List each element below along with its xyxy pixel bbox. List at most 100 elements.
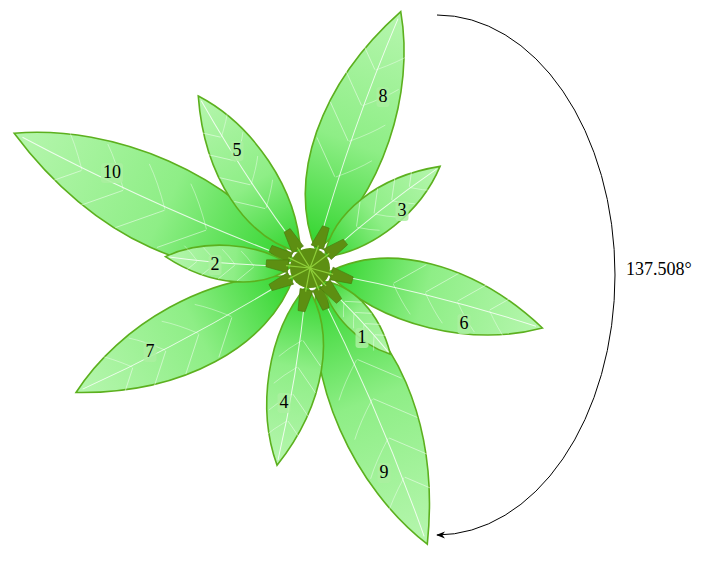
leaf-vein — [183, 246, 198, 261]
leaf-vein — [289, 394, 314, 419]
leaf-number: 9 — [378, 463, 391, 483]
leaf-vein — [366, 335, 381, 350]
leaf-number: 2 — [209, 255, 222, 275]
leaf-vein — [387, 284, 417, 314]
leaf-vein — [419, 293, 449, 323]
leaf-vein — [234, 190, 265, 221]
leaf-vein — [375, 327, 392, 344]
leaf-vein — [306, 137, 345, 176]
leaf-number: 5 — [231, 141, 244, 161]
leaf-vein — [299, 341, 324, 366]
leaf-vein — [483, 311, 513, 341]
plant-center — [286, 246, 333, 292]
leaf-vein — [375, 204, 397, 226]
leaf-vein — [172, 334, 212, 374]
leaves — [0, 0, 551, 559]
leaf-vein — [426, 266, 459, 299]
leaf-vein — [279, 337, 302, 360]
leaf-vein — [205, 317, 245, 357]
leaf-vein — [274, 364, 297, 387]
leaf-vein — [389, 425, 433, 469]
leaf-vein — [399, 162, 424, 187]
core-spoke — [310, 246, 318, 268]
leaf-vein — [405, 465, 449, 509]
leaf-vein — [176, 184, 221, 230]
leaf-vein — [336, 302, 351, 317]
leaf-vein — [240, 251, 255, 266]
petiole — [266, 258, 289, 273]
leaf — [175, 83, 318, 269]
leaf-vein — [373, 386, 417, 430]
leaf-midrib — [80, 278, 293, 391]
petiole — [323, 236, 348, 260]
leaf-vein — [221, 249, 236, 264]
leaf-vein — [362, 80, 398, 116]
core-spoke — [310, 268, 333, 274]
leaf-vein — [180, 260, 197, 277]
leaf-vein — [346, 202, 371, 227]
leaf — [313, 270, 401, 363]
leaf-number: 3 — [396, 201, 409, 221]
leaf-vein — [219, 166, 250, 197]
leaf-blade — [164, 239, 294, 287]
leaf-vein — [375, 478, 416, 519]
leaf-vein — [255, 180, 283, 208]
leaf-vein — [106, 368, 146, 408]
leaf-vein — [240, 156, 268, 184]
leaf-vein — [237, 266, 254, 283]
leaf-number: 4 — [278, 393, 291, 413]
leaf-vein — [162, 309, 199, 346]
leaf-vein — [458, 275, 491, 308]
leaf-vein — [346, 313, 361, 328]
leaf-midrib — [200, 99, 298, 252]
leaf-number: 7 — [144, 342, 157, 362]
leaf-number: 10 — [101, 163, 123, 183]
leaf-vein — [357, 218, 379, 240]
leaf-vein — [376, 44, 412, 80]
petiole — [281, 227, 304, 253]
leaf-vein — [381, 175, 406, 200]
core-spoke — [288, 258, 310, 268]
leaf-vein — [346, 30, 385, 69]
leaf-vein — [333, 66, 372, 105]
leaf-vein — [269, 390, 292, 413]
leaf-blade — [310, 149, 452, 270]
leaf — [164, 239, 294, 287]
leaf-vein — [264, 417, 287, 440]
leaf-vein — [190, 118, 221, 149]
leaf-vein — [225, 132, 253, 160]
core-spoke — [289, 268, 310, 279]
leaf-number: 1 — [356, 328, 369, 348]
leaf-vein — [134, 164, 179, 210]
leaf-vein — [284, 421, 309, 446]
leaf-vein — [349, 115, 385, 151]
angle-arc — [437, 15, 615, 535]
leaf-number: 6 — [458, 314, 471, 334]
leaf-vein — [32, 155, 81, 204]
leaf-number: 8 — [377, 87, 390, 107]
leaf-vein — [129, 326, 166, 363]
leaf-vein — [410, 178, 432, 200]
leaf-vein — [355, 304, 372, 321]
leaf-vein — [345, 293, 362, 310]
leaf-vein — [294, 367, 319, 392]
leaf-vein — [394, 258, 427, 291]
leaf-blade — [253, 282, 336, 470]
core-spoke — [306, 268, 310, 292]
leaf-vein — [96, 343, 133, 380]
leaf-vein — [115, 194, 164, 243]
leaf — [253, 282, 336, 470]
leaf-vein — [327, 360, 368, 401]
petiole — [296, 289, 313, 313]
leaf-vein — [211, 108, 239, 136]
leaf-vein — [364, 189, 389, 214]
leaf-vein — [320, 102, 359, 141]
leaf — [310, 149, 452, 270]
leaf-vein — [490, 284, 523, 317]
leaf-vein — [51, 124, 96, 170]
leaf-midrib — [274, 290, 310, 461]
leaf-blade — [313, 270, 401, 363]
leaf-vein — [336, 151, 372, 187]
